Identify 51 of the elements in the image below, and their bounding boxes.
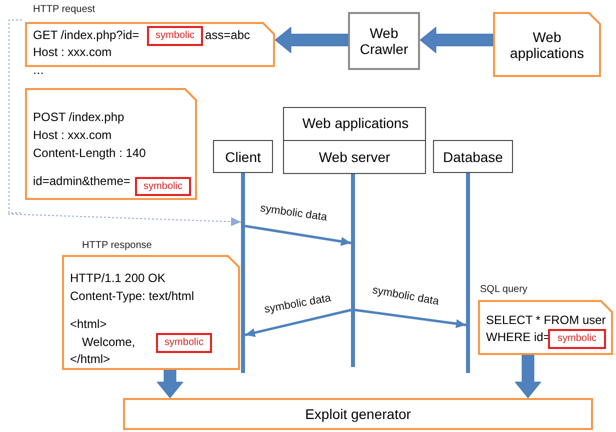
node-text: Database xyxy=(442,148,504,166)
ellipsis-text: ... xyxy=(33,62,44,77)
note-caption: SQL query xyxy=(480,284,528,295)
node-text: <html> xyxy=(70,317,107,331)
symbolic-value-box xyxy=(147,26,203,46)
message-arrow xyxy=(354,308,466,328)
dotted-connector xyxy=(8,214,242,226)
node-text: Client xyxy=(224,148,262,166)
symbolic-value-box xyxy=(135,177,191,196)
symbolic-label: symbolic xyxy=(154,29,196,43)
node-text: POST /index.php xyxy=(33,110,124,124)
block-arrow xyxy=(274,26,348,54)
participant-box xyxy=(433,140,513,173)
node-text: Host : xxx.com xyxy=(33,45,112,59)
symbolic-label: symbolic xyxy=(556,332,598,346)
web-applications-note xyxy=(493,12,601,77)
request-note xyxy=(25,22,275,67)
generator-box xyxy=(123,398,593,430)
participant-box xyxy=(213,140,273,173)
symbolic-value-box xyxy=(156,333,212,353)
node-text: Exploit generator xyxy=(304,405,412,424)
lifeline xyxy=(241,173,245,373)
group-heading: HTTP request xyxy=(33,4,96,15)
symbolic-label: symbolic xyxy=(142,180,184,194)
message-arrow xyxy=(244,308,352,338)
node-text: Web applications xyxy=(301,115,410,131)
node-text: Web server xyxy=(318,148,392,167)
node-text: </html> xyxy=(70,352,110,366)
block-arrow xyxy=(514,354,542,398)
crawler-box xyxy=(348,12,420,70)
symbolic-value-box xyxy=(548,329,606,349)
node-text: Web Crawler xyxy=(358,24,410,59)
component-box xyxy=(283,107,426,174)
message-arrow xyxy=(244,224,352,246)
note-caption: HTTP response xyxy=(82,240,152,251)
request-note xyxy=(25,88,197,200)
node-text: HTTP/1.1 200 OK xyxy=(70,271,166,285)
block-arrow xyxy=(156,370,184,398)
node-text: SELECT * FROM user xyxy=(486,313,606,327)
symbolic-label: symbolic xyxy=(164,336,204,350)
node-text: id=admin&theme= xyxy=(33,174,130,188)
node-text: Content-Type: text/html xyxy=(70,289,194,303)
lifeline xyxy=(351,174,355,367)
node-text: Web applications xyxy=(509,28,585,63)
block-arrow xyxy=(420,26,494,54)
lifeline xyxy=(466,173,470,373)
node-text: Host : xxx.com xyxy=(33,128,112,142)
node-text: Content-Length : 140 xyxy=(33,146,146,160)
node-text: Welcome, xyxy=(82,335,136,349)
node-text: GET /index.php?id= xyxy=(33,28,140,42)
node-text: ass=abc xyxy=(205,28,250,42)
